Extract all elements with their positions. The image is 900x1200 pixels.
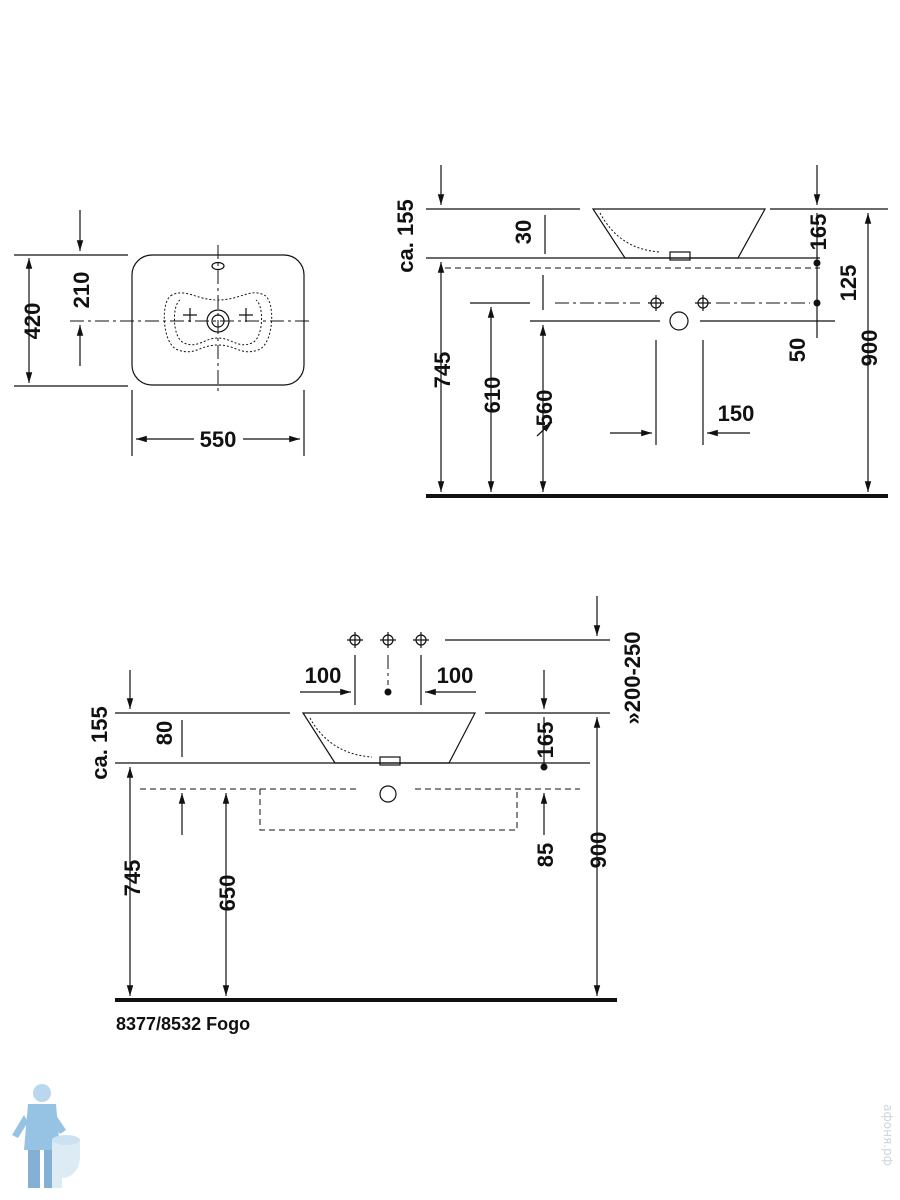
waste-outlet bbox=[379, 785, 397, 803]
cabinet-outline bbox=[259, 789, 518, 831]
bowl-inner-dotted bbox=[309, 717, 373, 758]
dim-bowl-depth: 80 bbox=[152, 721, 177, 745]
drain-outer bbox=[206, 309, 230, 333]
dim-supply-offset: 125 bbox=[836, 265, 861, 302]
cross-marks bbox=[183, 308, 253, 322]
tap-hole bbox=[211, 261, 225, 271]
wall-tap-cross bbox=[347, 632, 429, 648]
site-watermark: афоня.рф bbox=[881, 1104, 895, 1166]
dim-dot bbox=[813, 259, 821, 267]
dim-supply-height: 610 bbox=[480, 377, 505, 414]
dim-dot bbox=[384, 688, 392, 696]
waste-fitting bbox=[379, 756, 401, 766]
waste-fitting bbox=[669, 251, 691, 261]
dim-dot bbox=[540, 763, 548, 771]
model-caption: 8377/8532 Fogo bbox=[116, 1014, 250, 1034]
dim-tap-offset: 210 bbox=[69, 272, 94, 309]
dim-wall-tap-height: »200-250 bbox=[620, 632, 645, 725]
dim-dot bbox=[813, 299, 821, 307]
dim-counter-height: 745 bbox=[430, 352, 455, 389]
side-view-1: ca. 155 745 30 610 560 150 bbox=[393, 165, 888, 498]
dim-tap-height: 165 bbox=[806, 214, 831, 251]
dim-rim-height: 900 bbox=[586, 832, 611, 869]
drain-inner bbox=[211, 314, 225, 328]
dim-depth: 420 bbox=[20, 303, 45, 340]
supply-cross bbox=[648, 295, 711, 311]
dim-rim-to-tap: 30 bbox=[511, 220, 536, 244]
dim-tap-height: 165 bbox=[533, 722, 558, 759]
dim-waste-height: 650 bbox=[215, 875, 240, 912]
dim-spacing-left: 100 bbox=[305, 663, 342, 688]
dim-bowl-height: ca. 155 bbox=[393, 199, 418, 272]
dim-counter-height: 745 bbox=[120, 860, 145, 897]
dim-supply-spacing: 150 bbox=[718, 401, 755, 426]
dim-rim-height: 900 bbox=[857, 330, 882, 367]
dim-waste-offset: 50 bbox=[785, 338, 810, 362]
dim-spacing-right: 100 bbox=[437, 663, 474, 688]
mascot-logo bbox=[12, 1084, 80, 1188]
pointer-arrow bbox=[536, 421, 553, 437]
dim-bowl-height: ca. 155 bbox=[87, 706, 112, 779]
dim-waste-offset: 85 bbox=[533, 843, 558, 867]
dim-width: 550 bbox=[200, 427, 237, 452]
side-view-2: 100 100 »200-250 ca. 155 745 80 650 165 … bbox=[87, 596, 645, 1002]
bowl-side bbox=[301, 712, 476, 764]
dim-waste-height: 560 bbox=[532, 390, 557, 427]
top-view: 420 210 550 bbox=[14, 210, 312, 456]
bowl-side bbox=[591, 208, 767, 259]
bowl-outline-dotted bbox=[163, 292, 273, 353]
waste-outlet bbox=[669, 311, 689, 331]
